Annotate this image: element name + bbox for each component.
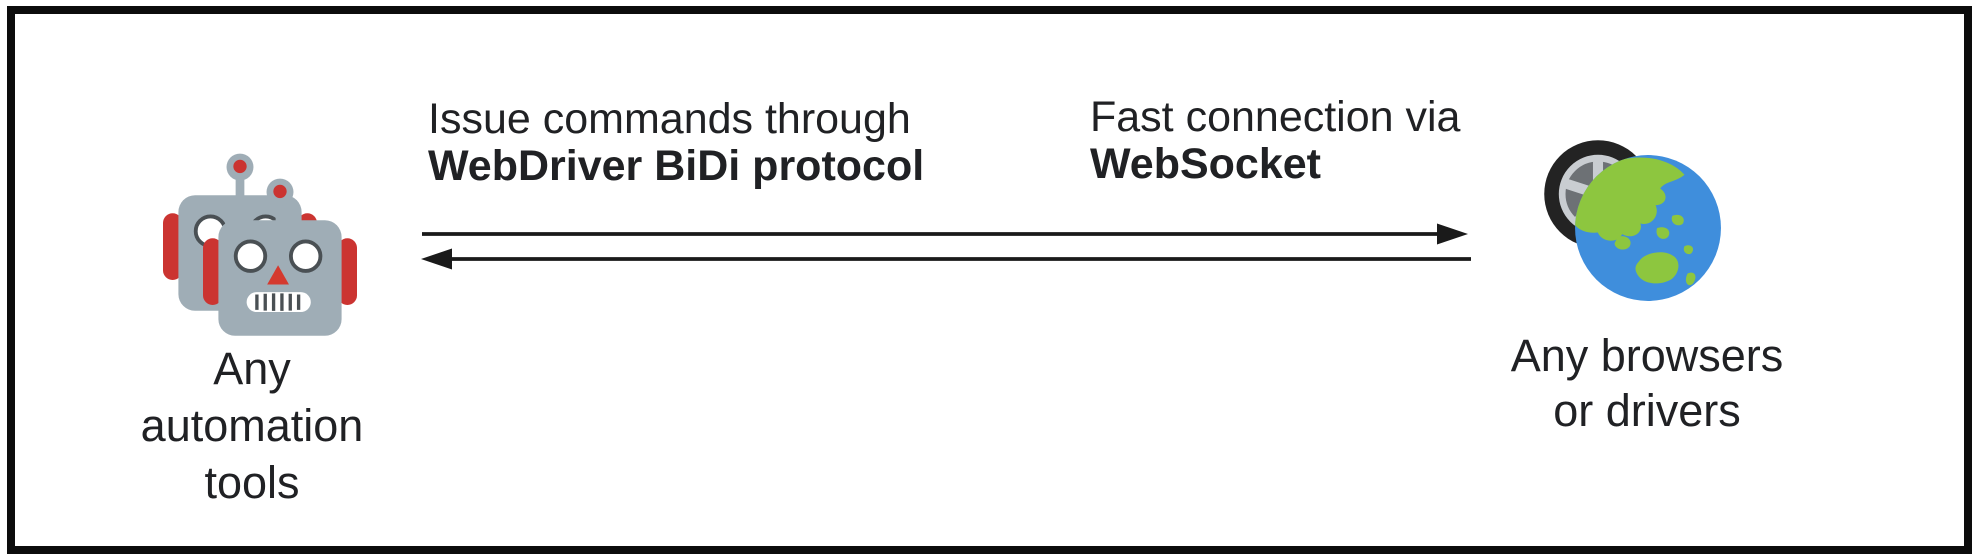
left-node-label-line: Any — [213, 343, 291, 394]
right-node-label: Any browsers or drivers — [1477, 328, 1817, 438]
response-caption: Fast connection via WebSocket — [1090, 94, 1460, 188]
response-caption-protocol: WebSocket — [1090, 140, 1321, 188]
right-node-label-line: Any browsers — [1510, 330, 1784, 381]
request-caption-text: Issue commands through — [428, 95, 911, 143]
left-node-label: Any automation tools — [82, 340, 422, 511]
response-caption-text: Fast connection via — [1090, 93, 1461, 141]
tire-and-globe-icon — [1520, 110, 1770, 325]
bidirectional-arrows — [421, 223, 1471, 270]
request-arrow — [422, 223, 1468, 245]
robot-icon — [203, 176, 357, 338]
request-caption: Issue commands through WebDriver BiDi pr… — [428, 96, 924, 190]
left-node-label-line: automation — [140, 400, 364, 451]
left-node-label-line: tools — [204, 457, 300, 508]
response-arrow — [421, 248, 1471, 270]
globe-icon — [1572, 152, 1724, 304]
request-caption-protocol: WebDriver BiDi protocol — [428, 142, 925, 190]
right-node-label-line: or drivers — [1553, 385, 1741, 436]
robots-icon-stack — [140, 120, 390, 365]
